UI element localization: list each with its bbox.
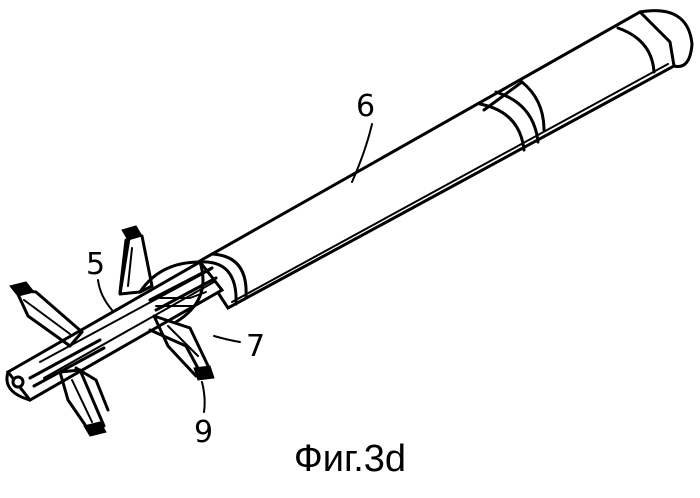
label-tube: 6 <box>356 89 375 124</box>
label-rod: 5 <box>86 247 105 282</box>
inner-rod <box>7 262 222 400</box>
label-arm: 7 <box>246 329 265 364</box>
figure-caption: Фиг.3d <box>0 438 700 481</box>
outer-tube <box>198 11 692 308</box>
